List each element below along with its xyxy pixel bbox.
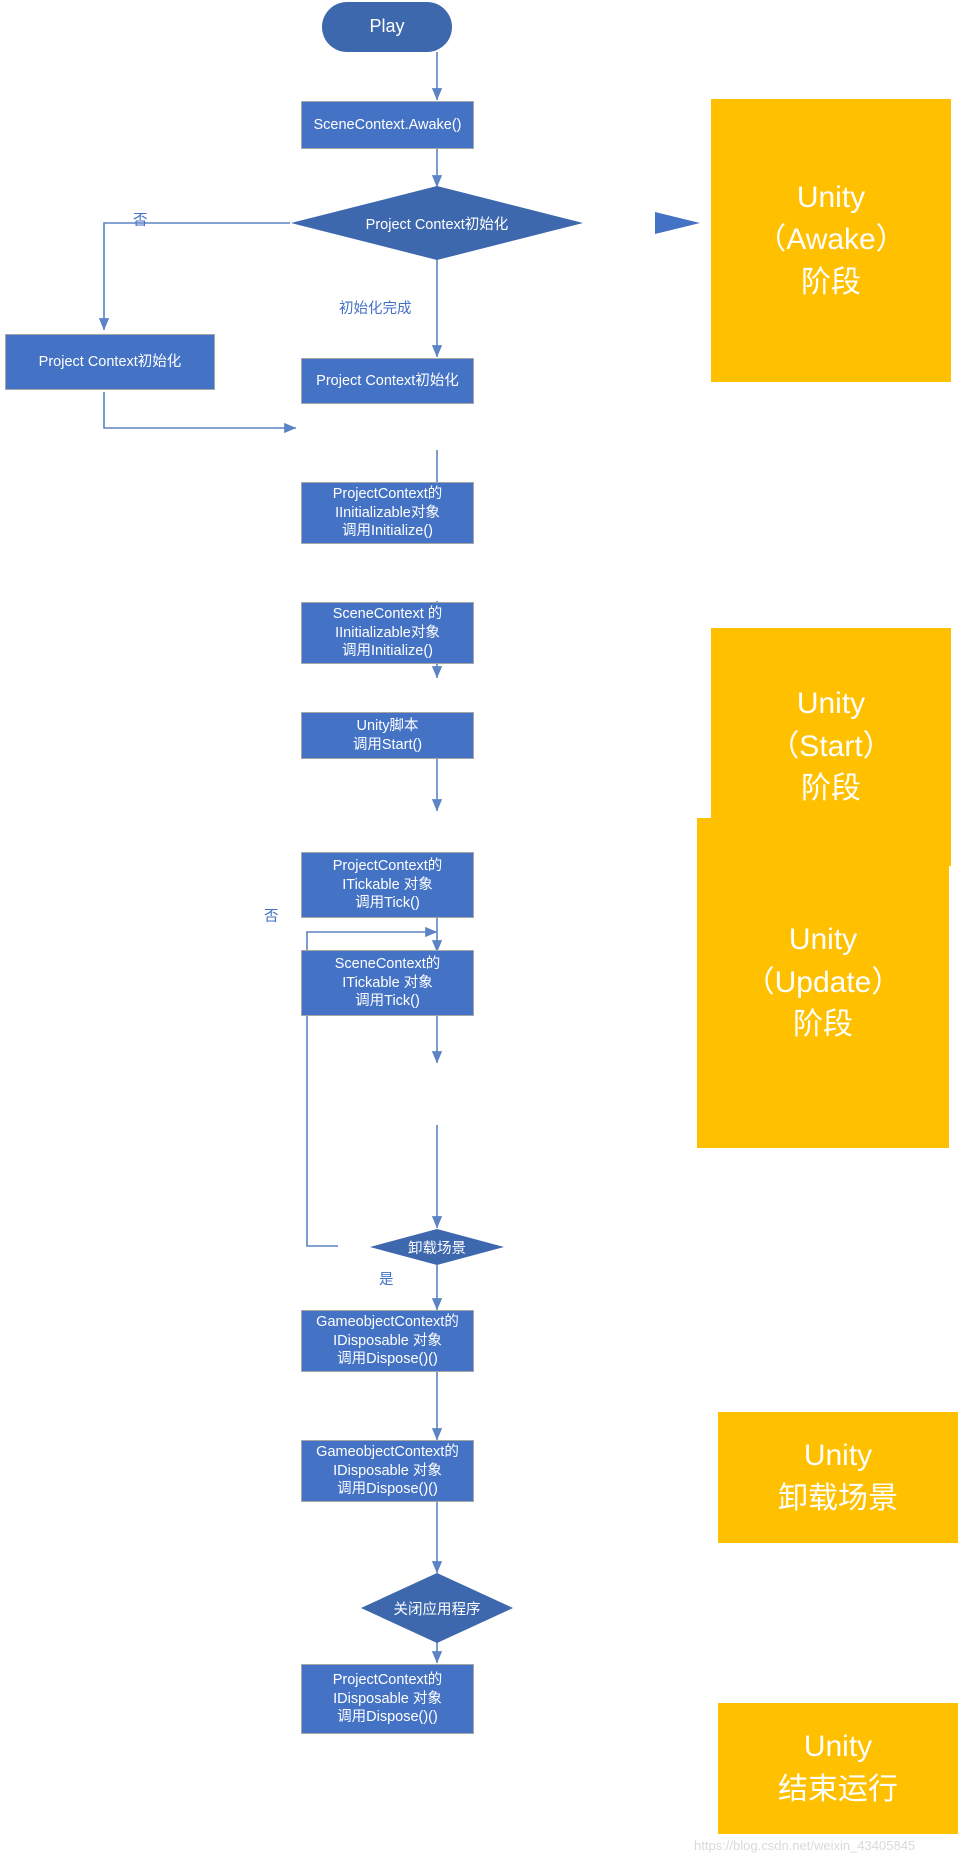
edge-label-no-project-init: 否 xyxy=(133,213,148,229)
watermark-text: https://blog.csdn.net/weixin_43405845 xyxy=(694,1838,916,1853)
edge-label-yes-unload: 是 xyxy=(379,1272,394,1288)
node-unload-scene-decision[interactable]: 卸载场景 xyxy=(370,1229,504,1265)
decision-label: Project Context初始化 xyxy=(365,216,509,233)
node-scene-context-awake[interactable]: SceneContext.Awake() xyxy=(301,101,474,149)
edge-left-box-to-init xyxy=(103,392,297,434)
node-project-context-init-left[interactable]: Project Context初始化 xyxy=(5,334,215,390)
node-scene-context-initializable[interactable]: SceneContext 的 IInitializable对象 调用Initia… xyxy=(301,602,474,664)
node-project-context-tickable[interactable]: ProjectContext的 ITickable 对象 调用Tick() xyxy=(301,852,474,918)
node-gameobject-context-disposable-2[interactable]: GameobjectContext的 IDisposable 对象 调用Disp… xyxy=(301,1440,474,1502)
phase-box-quit: Unity 结束运行 xyxy=(718,1703,958,1834)
node-project-context-init-decision[interactable]: Project Context初始化 xyxy=(291,186,583,260)
node-project-context-init-main[interactable]: Project Context初始化 xyxy=(301,358,474,404)
node-close-app-decision[interactable]: 关闭应用程序 xyxy=(361,1573,513,1643)
awake-phase-pointer-icon xyxy=(655,212,700,234)
phase-box-unload: Unity 卸载场景 xyxy=(718,1412,958,1543)
node-unity-script-start[interactable]: Unity脚本 调用Start() xyxy=(301,712,474,759)
phase-box-awake: Unity （Awake） 阶段 xyxy=(711,99,951,382)
node-project-context-disposable[interactable]: ProjectContext的 IDisposable 对象 调用Dispose… xyxy=(301,1664,474,1734)
decision-label: 卸载场景 xyxy=(408,1240,466,1257)
decision-label: 关闭应用程序 xyxy=(393,1601,481,1618)
phase-box-update: Unity （Update） 阶段 xyxy=(697,818,949,1148)
node-gameobject-context-disposable-1[interactable]: GameobjectContext的 IDisposable 对象 调用Disp… xyxy=(301,1310,474,1372)
edge-decision-no-to-left-box xyxy=(98,222,290,331)
node-project-context-initializable[interactable]: ProjectContext的 IInitializable对象 调用Initi… xyxy=(301,482,474,544)
edge-label-init-complete: 初始化完成 xyxy=(339,301,412,317)
node-scene-context-tickable[interactable]: SceneContext的 ITickable 对象 调用Tick() xyxy=(301,950,474,1016)
edge-label-no-loopback: 否 xyxy=(264,909,279,925)
node-play[interactable]: Play xyxy=(322,2,452,52)
